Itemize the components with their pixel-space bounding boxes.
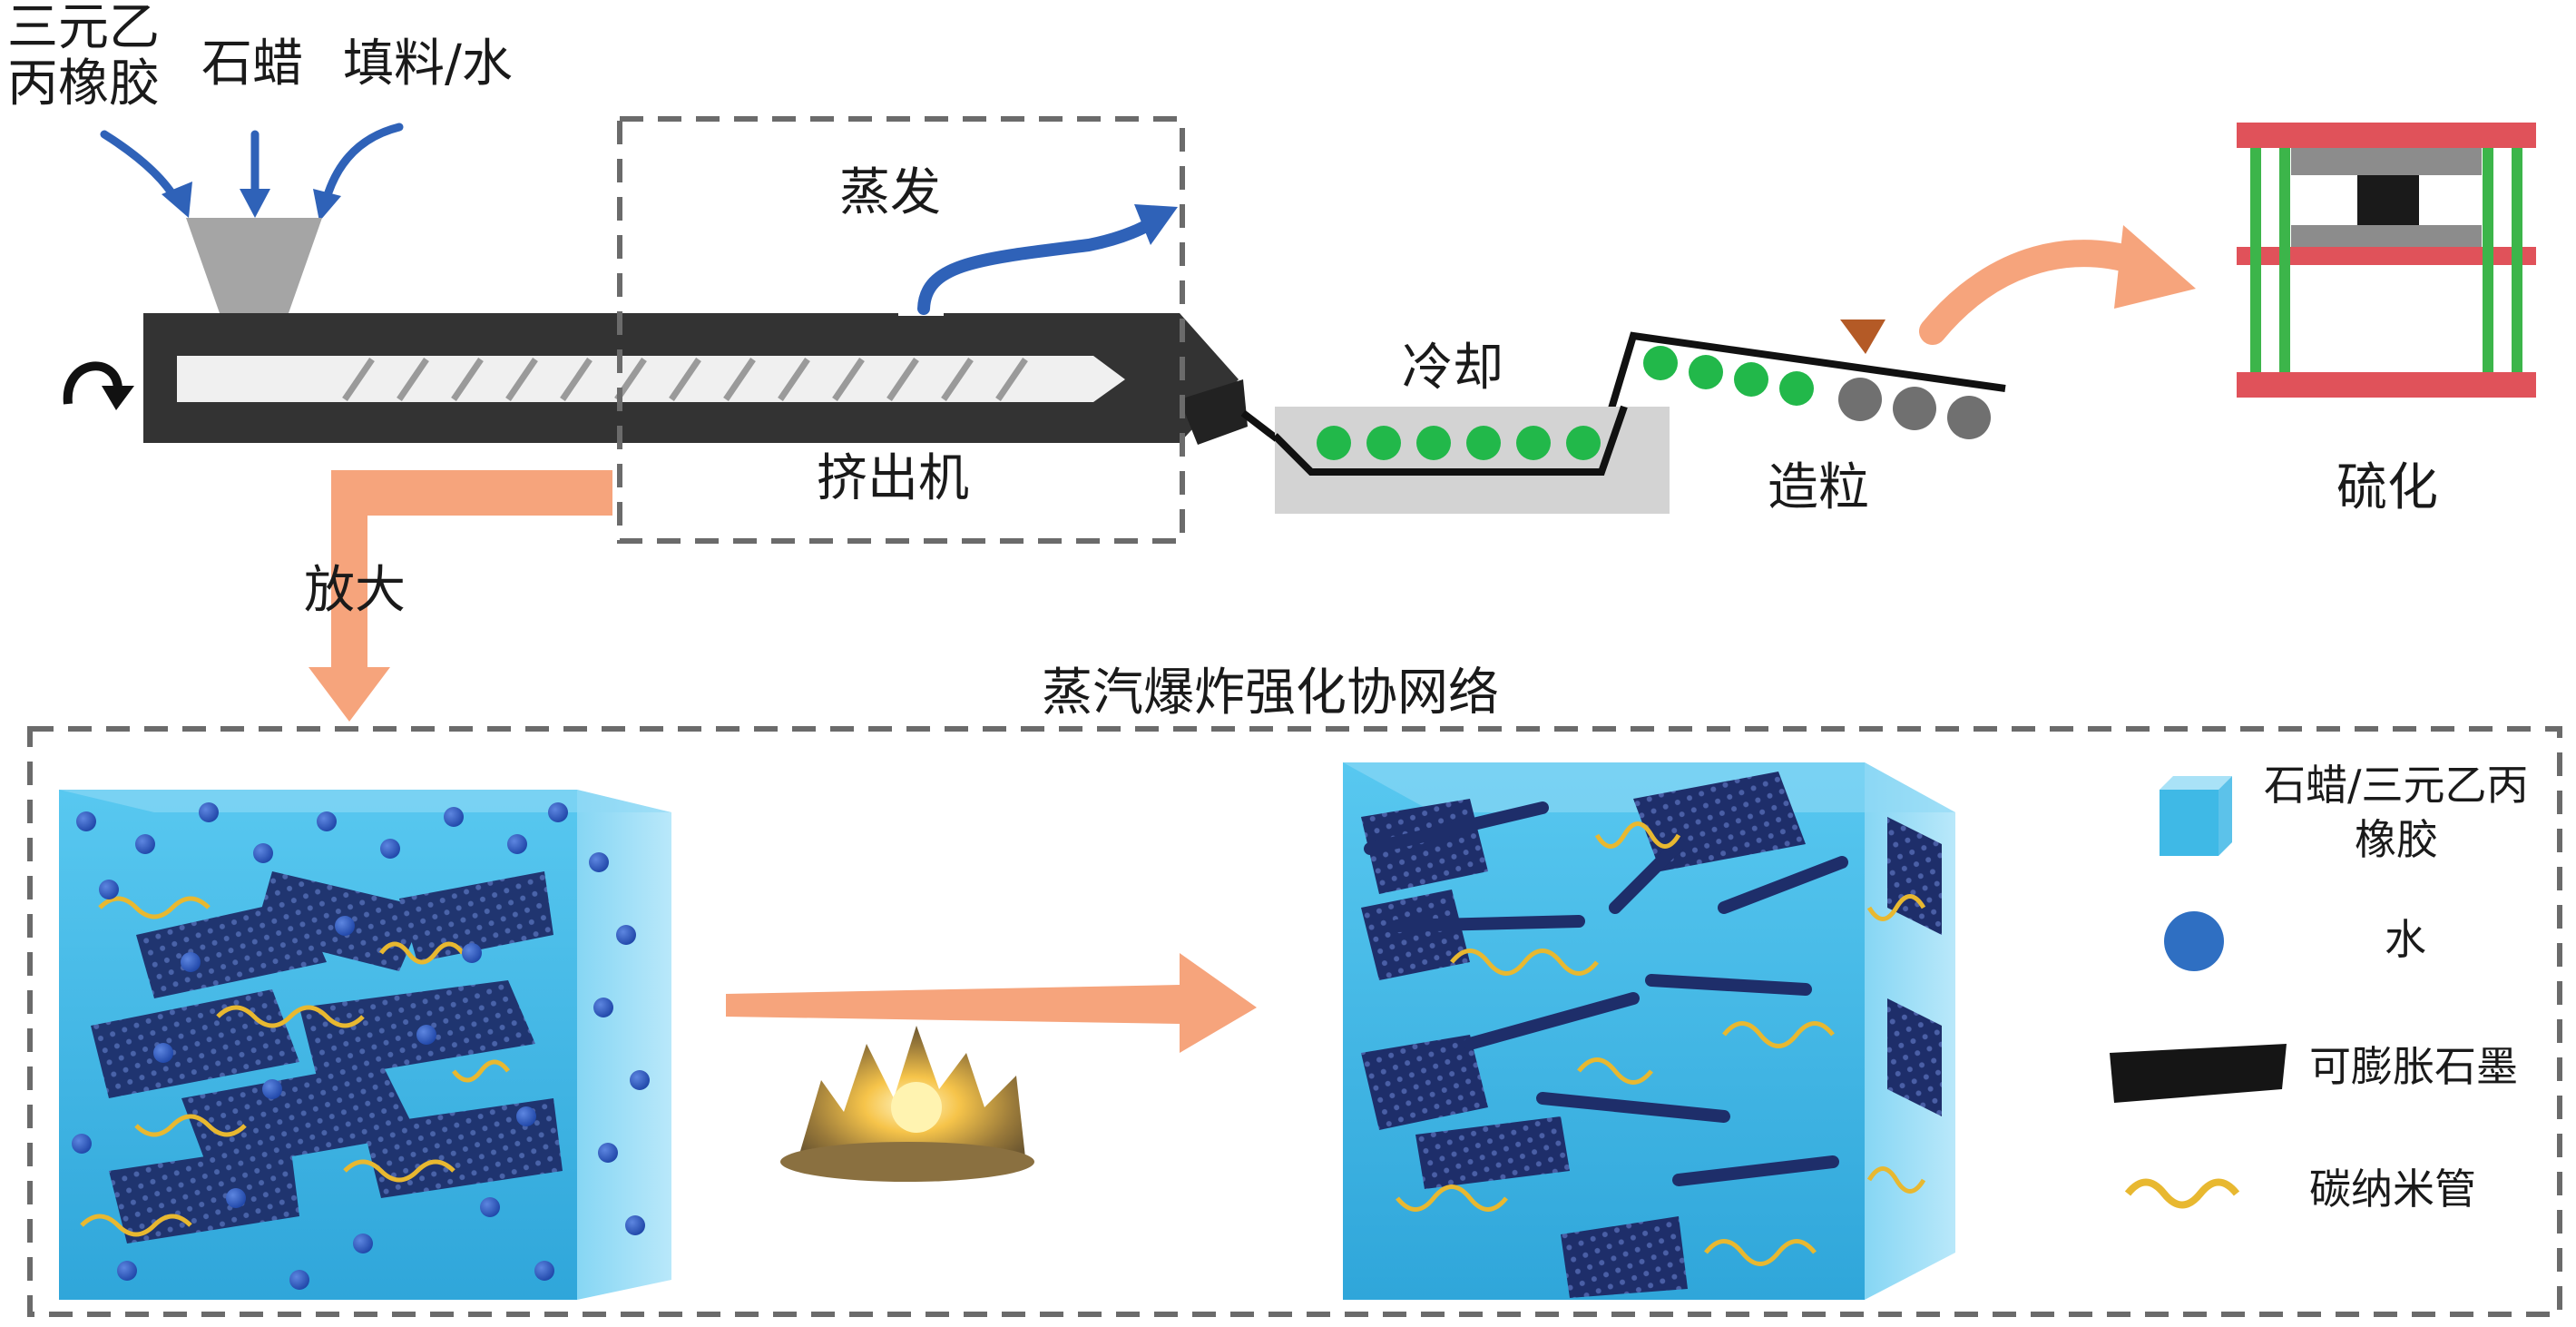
legend-matrix-label-1: 石蜡/三元乙丙 — [2264, 761, 2529, 810]
vulcanization-press — [2237, 123, 2536, 398]
rubber-input-arrow — [100, 130, 181, 206]
legend-water-label: 水 — [2385, 915, 2426, 964]
matrix-legend-icon — [2160, 776, 2232, 856]
cnt-fibers — [80, 896, 510, 1237]
transfer-arrow — [1919, 225, 2196, 345]
legend-cnt-label: 碳纳米管 — [2309, 1165, 2476, 1214]
explosion-icon — [780, 1026, 1034, 1182]
input-rubber-label-1: 三元乙 — [7, 0, 160, 57]
wax-arrowhead — [240, 189, 270, 218]
explosion-arrow — [726, 953, 1257, 1053]
input-filler-label: 填料/水 — [343, 34, 513, 93]
legend-icons — [2110, 776, 2287, 1209]
graphite-platelets — [1364, 801, 1848, 1186]
rotation-icon — [63, 361, 134, 410]
extruder — [143, 300, 1248, 445]
magnify-label: 放大 — [304, 561, 406, 620]
pelletizing-label: 造粒 — [1768, 458, 1869, 517]
input-wax-label: 石蜡 — [201, 34, 303, 93]
mechanism-title: 蒸汽爆炸强化协网络 — [1042, 664, 1499, 722]
extruder-label: 挤出机 — [817, 449, 969, 508]
cutter-blade-icon — [1840, 319, 1885, 354]
magnify-arrow — [309, 470, 612, 722]
legend-graphite-label: 可膨胀石墨 — [2309, 1042, 2518, 1091]
cnt-legend-icon — [2124, 1178, 2240, 1209]
graphite-legend-icon — [2110, 1044, 2287, 1103]
cooling-pellets — [1317, 426, 1601, 460]
input-arrows — [100, 123, 404, 221]
cooling-strand — [1272, 405, 1628, 476]
extruder-die — [1180, 379, 1248, 445]
input-rubber-label-2: 丙橡胶 — [7, 54, 160, 113]
cube-before-explosion — [59, 790, 671, 1300]
pelletizer-pellets — [1643, 346, 1991, 439]
evaporation-zone-box — [617, 116, 1185, 544]
water-legend-icon — [2164, 911, 2224, 971]
legend-matrix-label-2: 橡胶 — [2355, 815, 2438, 864]
mechanism-box — [27, 726, 2562, 1317]
cooling-label: 冷却 — [1402, 339, 1503, 398]
hopper — [186, 218, 322, 313]
evaporation-label: 蒸发 — [839, 163, 941, 222]
water-droplets — [72, 802, 650, 1290]
rubber-arrowhead — [162, 182, 192, 218]
filler-arrowhead — [313, 189, 341, 221]
cube-after-explosion — [1343, 762, 1955, 1300]
cooling-bath — [1275, 407, 1670, 514]
vulcanization-label: 硫化 — [2336, 458, 2438, 517]
filler-input-arrow — [324, 123, 404, 197]
steam-arrow — [917, 204, 1178, 315]
extruder-screw-channel — [177, 356, 1125, 402]
dispersed-cnt-fibers — [1396, 821, 1926, 1266]
